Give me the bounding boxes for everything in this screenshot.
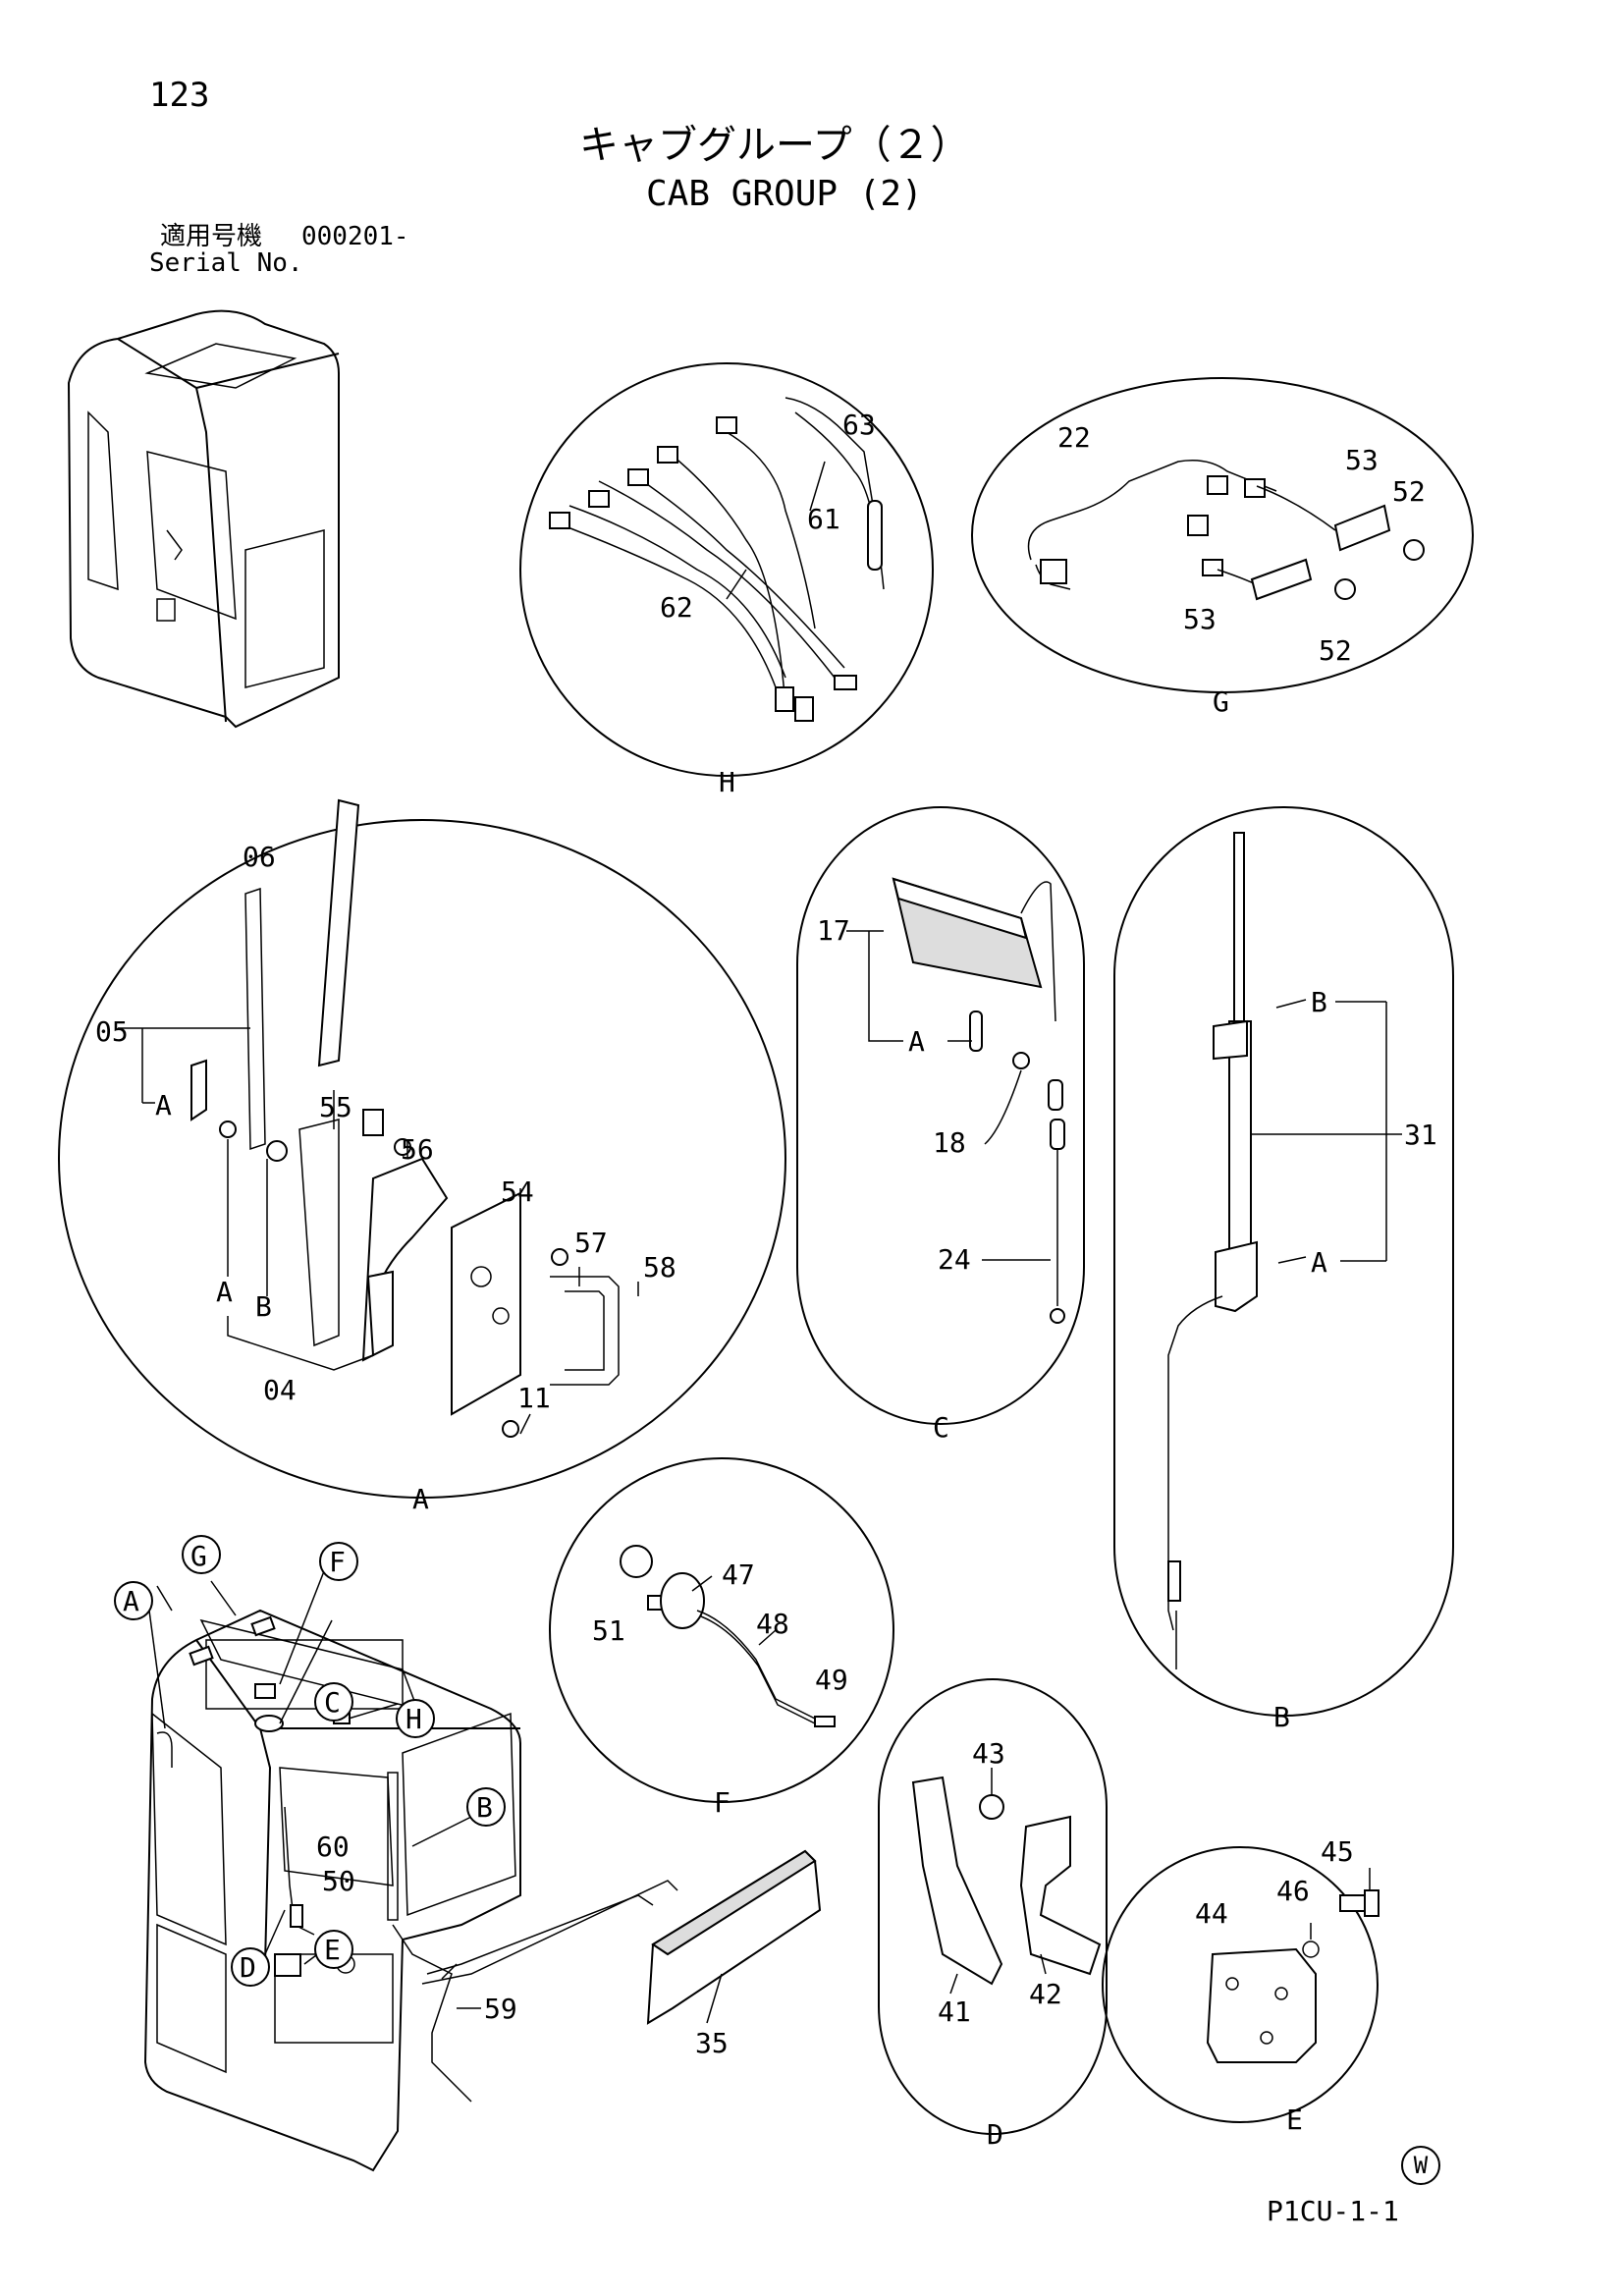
label-47: 47 (722, 1558, 755, 1591)
group-label-b: B (1273, 1701, 1290, 1733)
group-a: 06 05 A 55 56 54 57 58 A B 04 11 A (58, 798, 786, 1515)
callout-b: B (466, 1787, 506, 1827)
label-45: 45 (1321, 1835, 1354, 1868)
label-60: 60 (316, 1831, 350, 1863)
label-58: 58 (643, 1251, 676, 1284)
serial-label-jp: 適用号機 (160, 222, 263, 251)
group-h: 63 61 62 H (519, 362, 934, 798)
cab-overview-small (67, 309, 340, 729)
callout-g: G (182, 1535, 221, 1574)
label-54: 54 (501, 1175, 534, 1208)
label-55: 55 (319, 1091, 352, 1123)
label-a: A (908, 1025, 925, 1058)
group-label-g: G (1213, 685, 1229, 718)
label-06: 06 (243, 841, 276, 873)
group-e: 45 46 44 E (1102, 1835, 1380, 2136)
label-a: A (1311, 1246, 1327, 1279)
label-48: 48 (756, 1608, 789, 1640)
group-label-e: E (1286, 2104, 1303, 2136)
label-11: 11 (517, 1382, 551, 1414)
label-46: 46 (1276, 1875, 1310, 1907)
svg-text:C: C (324, 1686, 341, 1719)
serial-label-en: Serial No. (149, 248, 303, 278)
label-61: 61 (807, 503, 840, 535)
label-57: 57 (574, 1227, 608, 1259)
label-43: 43 (972, 1737, 1005, 1770)
svg-text:A: A (123, 1585, 139, 1617)
watermark-logo: W (1401, 2146, 1440, 2185)
label-24: 24 (938, 1243, 971, 1276)
svg-text:H: H (406, 1703, 422, 1735)
reference-code: P1CU-1-1 (1267, 2195, 1399, 2227)
label-b-link: B (255, 1290, 272, 1323)
svg-text:B: B (476, 1791, 493, 1824)
label-a-link: A (216, 1276, 233, 1308)
label-63: 63 (842, 409, 876, 441)
label-17: 17 (817, 914, 850, 947)
label-04: 04 (263, 1374, 297, 1406)
label-22: 22 (1057, 421, 1091, 454)
group-d: 43 42 41 D (878, 1678, 1108, 2151)
group-b: B 31 A B (1113, 806, 1454, 1733)
callout-f: F (319, 1542, 358, 1581)
page-number: 123 (149, 76, 210, 115)
label-18: 18 (933, 1126, 966, 1159)
group-label-c: C (933, 1411, 949, 1444)
group-label-f: F (714, 1786, 730, 1819)
label-50: 50 (322, 1865, 355, 1897)
label-31: 31 (1404, 1119, 1437, 1151)
group-label-h: H (719, 766, 735, 798)
label-41: 41 (938, 1995, 971, 2028)
label-62: 62 (660, 591, 693, 624)
callout-e: E (314, 1930, 353, 1969)
svg-text:D: D (240, 1951, 256, 1984)
label-53-bottom: 53 (1183, 603, 1217, 635)
group-f: 47 51 48 49 F (549, 1457, 894, 1819)
group-c: 17 A 18 24 C (796, 806, 1085, 1444)
label-53-top: 53 (1345, 444, 1379, 476)
callout-d: D (231, 1947, 270, 1987)
label-44: 44 (1195, 1897, 1228, 1930)
label-b: B (1311, 986, 1327, 1018)
svg-text:G: G (190, 1540, 207, 1572)
svg-text:E: E (324, 1934, 341, 1966)
label-35: 35 (695, 2027, 729, 2059)
cab-overview-large: G F A C H B E D 60 50 (114, 1535, 678, 2172)
group-label-d: D (987, 2118, 1003, 2151)
part-35-mat: 35 (646, 1849, 822, 2059)
label-56: 56 (401, 1133, 434, 1166)
callout-c: C (314, 1682, 353, 1722)
label-51: 51 (592, 1614, 625, 1647)
callout-h: H (396, 1699, 435, 1738)
group-label-a: A (412, 1483, 429, 1515)
serial-value: 000201- (301, 222, 409, 251)
group-g: 22 53 52 53 52 G (971, 377, 1474, 718)
page-title-en: CAB GROUP (2) (646, 174, 923, 214)
page-title-jp: キャブグループ（２） (579, 123, 970, 168)
label-42: 42 (1029, 1978, 1062, 2010)
label-05: 05 (95, 1015, 129, 1048)
label-52-bottom: 52 (1319, 634, 1352, 667)
label-59: 59 (484, 1993, 517, 2025)
label-a-inner: A (155, 1089, 172, 1121)
label-49: 49 (815, 1664, 848, 1696)
callout-a: A (114, 1581, 153, 1620)
label-52-top: 52 (1392, 475, 1426, 508)
svg-text:F: F (329, 1546, 346, 1578)
